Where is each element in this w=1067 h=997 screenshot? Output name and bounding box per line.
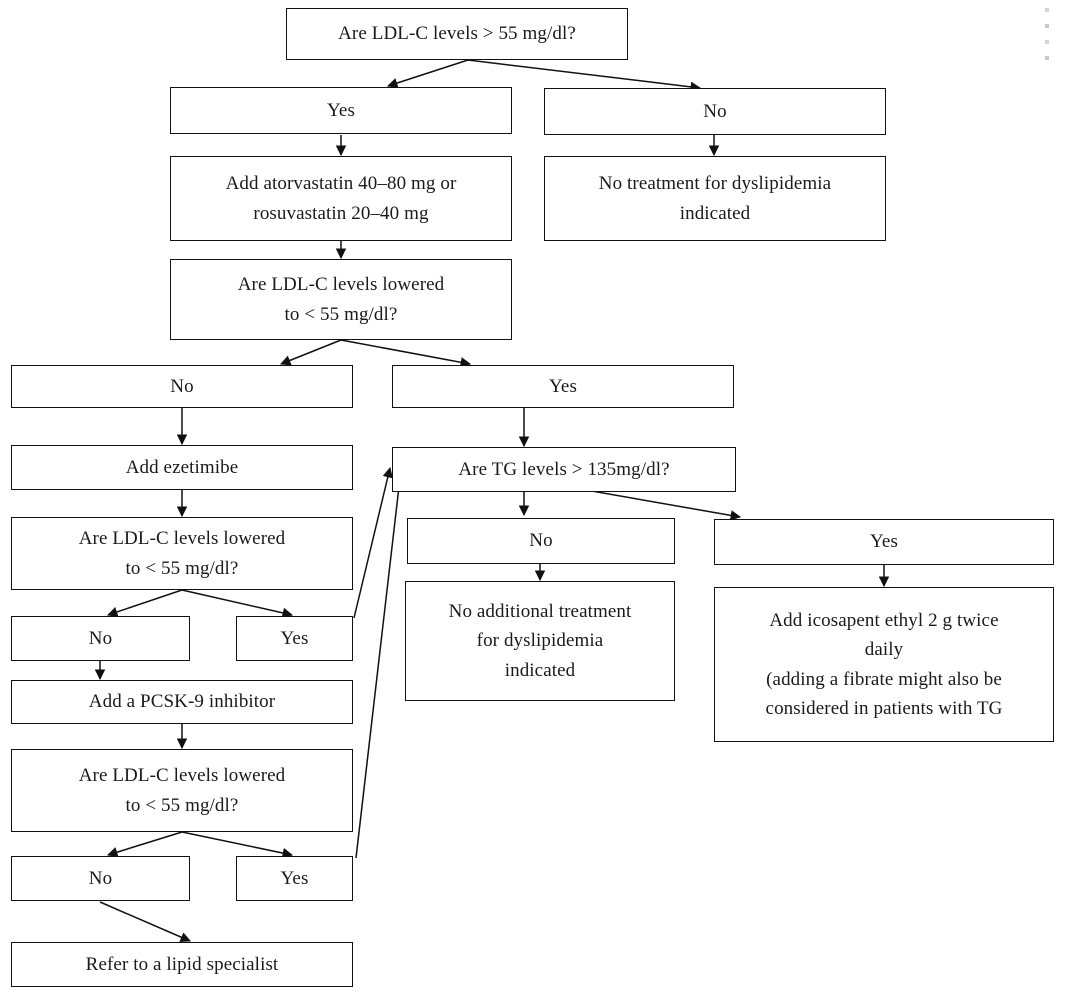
node-question-lowered-2[interactable]: Are LDL-C levels lowered to < 55 mg/dl?: [11, 517, 353, 590]
node-branch-yes-2[interactable]: Yes: [392, 365, 734, 408]
node-text: to < 55 mg/dl?: [125, 557, 239, 579]
node-branch-yes-4[interactable]: Yes: [236, 856, 353, 901]
node-text: daily: [864, 639, 904, 661]
edge-mark-dot: [1045, 8, 1049, 12]
node-branch-yes-3[interactable]: Yes: [236, 616, 353, 661]
node-text: No additional treatment: [448, 600, 632, 622]
node-text: to < 55 mg/dl?: [284, 303, 398, 325]
edge-mark-dot: [1045, 56, 1049, 60]
node-branch-no-1[interactable]: No: [544, 88, 886, 135]
edge-q1-to-yes: [387, 59, 469, 89]
node-text: Are LDL-C levels > 55 mg/dl?: [338, 23, 576, 45]
node-text: No: [529, 530, 553, 552]
node-add-statin[interactable]: Add atorvastatin 40–80 mg or rosuvastati…: [170, 156, 512, 241]
node-text: Add a PCSK-9 inhibitor: [88, 691, 276, 713]
edge-q4-to-yes: [181, 831, 294, 859]
node-text: Are LDL-C levels lowered: [237, 274, 445, 296]
node-question-ldl-55[interactable]: Are LDL-C levels > 55 mg/dl?: [286, 8, 628, 60]
node-text: No: [703, 100, 727, 122]
node-no-additional-treatment[interactable]: No additional treatment for dyslipidemia…: [405, 581, 675, 701]
edge-q2-to-yes: [340, 339, 472, 368]
node-branch-no-2[interactable]: No: [11, 365, 353, 408]
edge-q3yes-to-qtg: [353, 466, 393, 619]
node-text: Yes: [327, 99, 355, 121]
edge-q3-to-no: [107, 589, 183, 617]
node-text: Yes: [549, 375, 577, 397]
node-branch-no-4[interactable]: No: [11, 856, 190, 901]
page-edge-marks: [1045, 8, 1055, 82]
node-text: (adding a fibrate might also be: [766, 668, 1002, 690]
node-text: No: [88, 627, 113, 649]
node-text: rosuvastatin 20–40 mg: [253, 202, 429, 224]
node-text: Yes: [280, 867, 309, 889]
node-text: Are LDL-C levels lowered: [78, 765, 286, 787]
edge-q2-to-no: [280, 339, 342, 366]
node-text: Are LDL-C levels lowered: [78, 528, 286, 550]
node-text: Refer to a lipid specialist: [85, 953, 279, 975]
edge-q4-to-no: [106, 831, 183, 858]
edge-q4yes-to-qtg: [355, 476, 405, 859]
node-text: indicated: [679, 202, 751, 224]
node-text: No: [170, 375, 194, 397]
node-text: considered in patients with TG: [765, 697, 1003, 719]
node-question-lowered-1[interactable]: Are LDL-C levels lowered to < 55 mg/dl?: [170, 259, 512, 340]
node-text: Add icosapent ethyl 2 g twice: [769, 609, 999, 631]
edge-mark-dot: [1045, 24, 1049, 28]
node-add-icosapent-ethyl[interactable]: Add icosapent ethyl 2 g twice daily (add…: [714, 587, 1054, 742]
node-text: No treatment for dyslipidemia: [598, 173, 832, 195]
node-text: Add atorvastatin 40–80 mg or: [225, 173, 457, 195]
node-text: indicated: [504, 659, 576, 681]
node-add-ezetimibe[interactable]: Add ezetimibe: [11, 445, 353, 490]
edge-q1-to-no: [467, 59, 702, 93]
node-text: Yes: [280, 627, 309, 649]
edge-q4no-to-refer: [99, 901, 191, 943]
node-branch-yes-1[interactable]: Yes: [170, 87, 512, 134]
edge-q3-to-yes: [181, 589, 294, 619]
edge-mark-dot: [1045, 40, 1049, 44]
node-branch-no-tg[interactable]: No: [407, 518, 675, 564]
node-add-pcsk9-inhibitor[interactable]: Add a PCSK-9 inhibitor: [11, 680, 353, 724]
node-question-lowered-3[interactable]: Are LDL-C levels lowered to < 55 mg/dl?: [11, 749, 353, 832]
node-branch-no-3[interactable]: No: [11, 616, 190, 661]
node-no-treatment[interactable]: No treatment for dyslipidemia indicated: [544, 156, 886, 241]
node-text: Are TG levels > 135mg/dl?: [458, 458, 670, 480]
node-text: Yes: [870, 531, 898, 553]
node-text: Add ezetimibe: [125, 456, 239, 478]
node-text: No: [88, 867, 113, 889]
node-text: to < 55 mg/dl?: [125, 794, 239, 816]
node-text: for dyslipidemia: [476, 630, 604, 652]
node-refer-lipid-specialist[interactable]: Refer to a lipid specialist: [11, 942, 353, 987]
node-branch-yes-tg[interactable]: Yes: [714, 519, 1054, 565]
node-question-tg[interactable]: Are TG levels > 135mg/dl?: [392, 447, 736, 492]
